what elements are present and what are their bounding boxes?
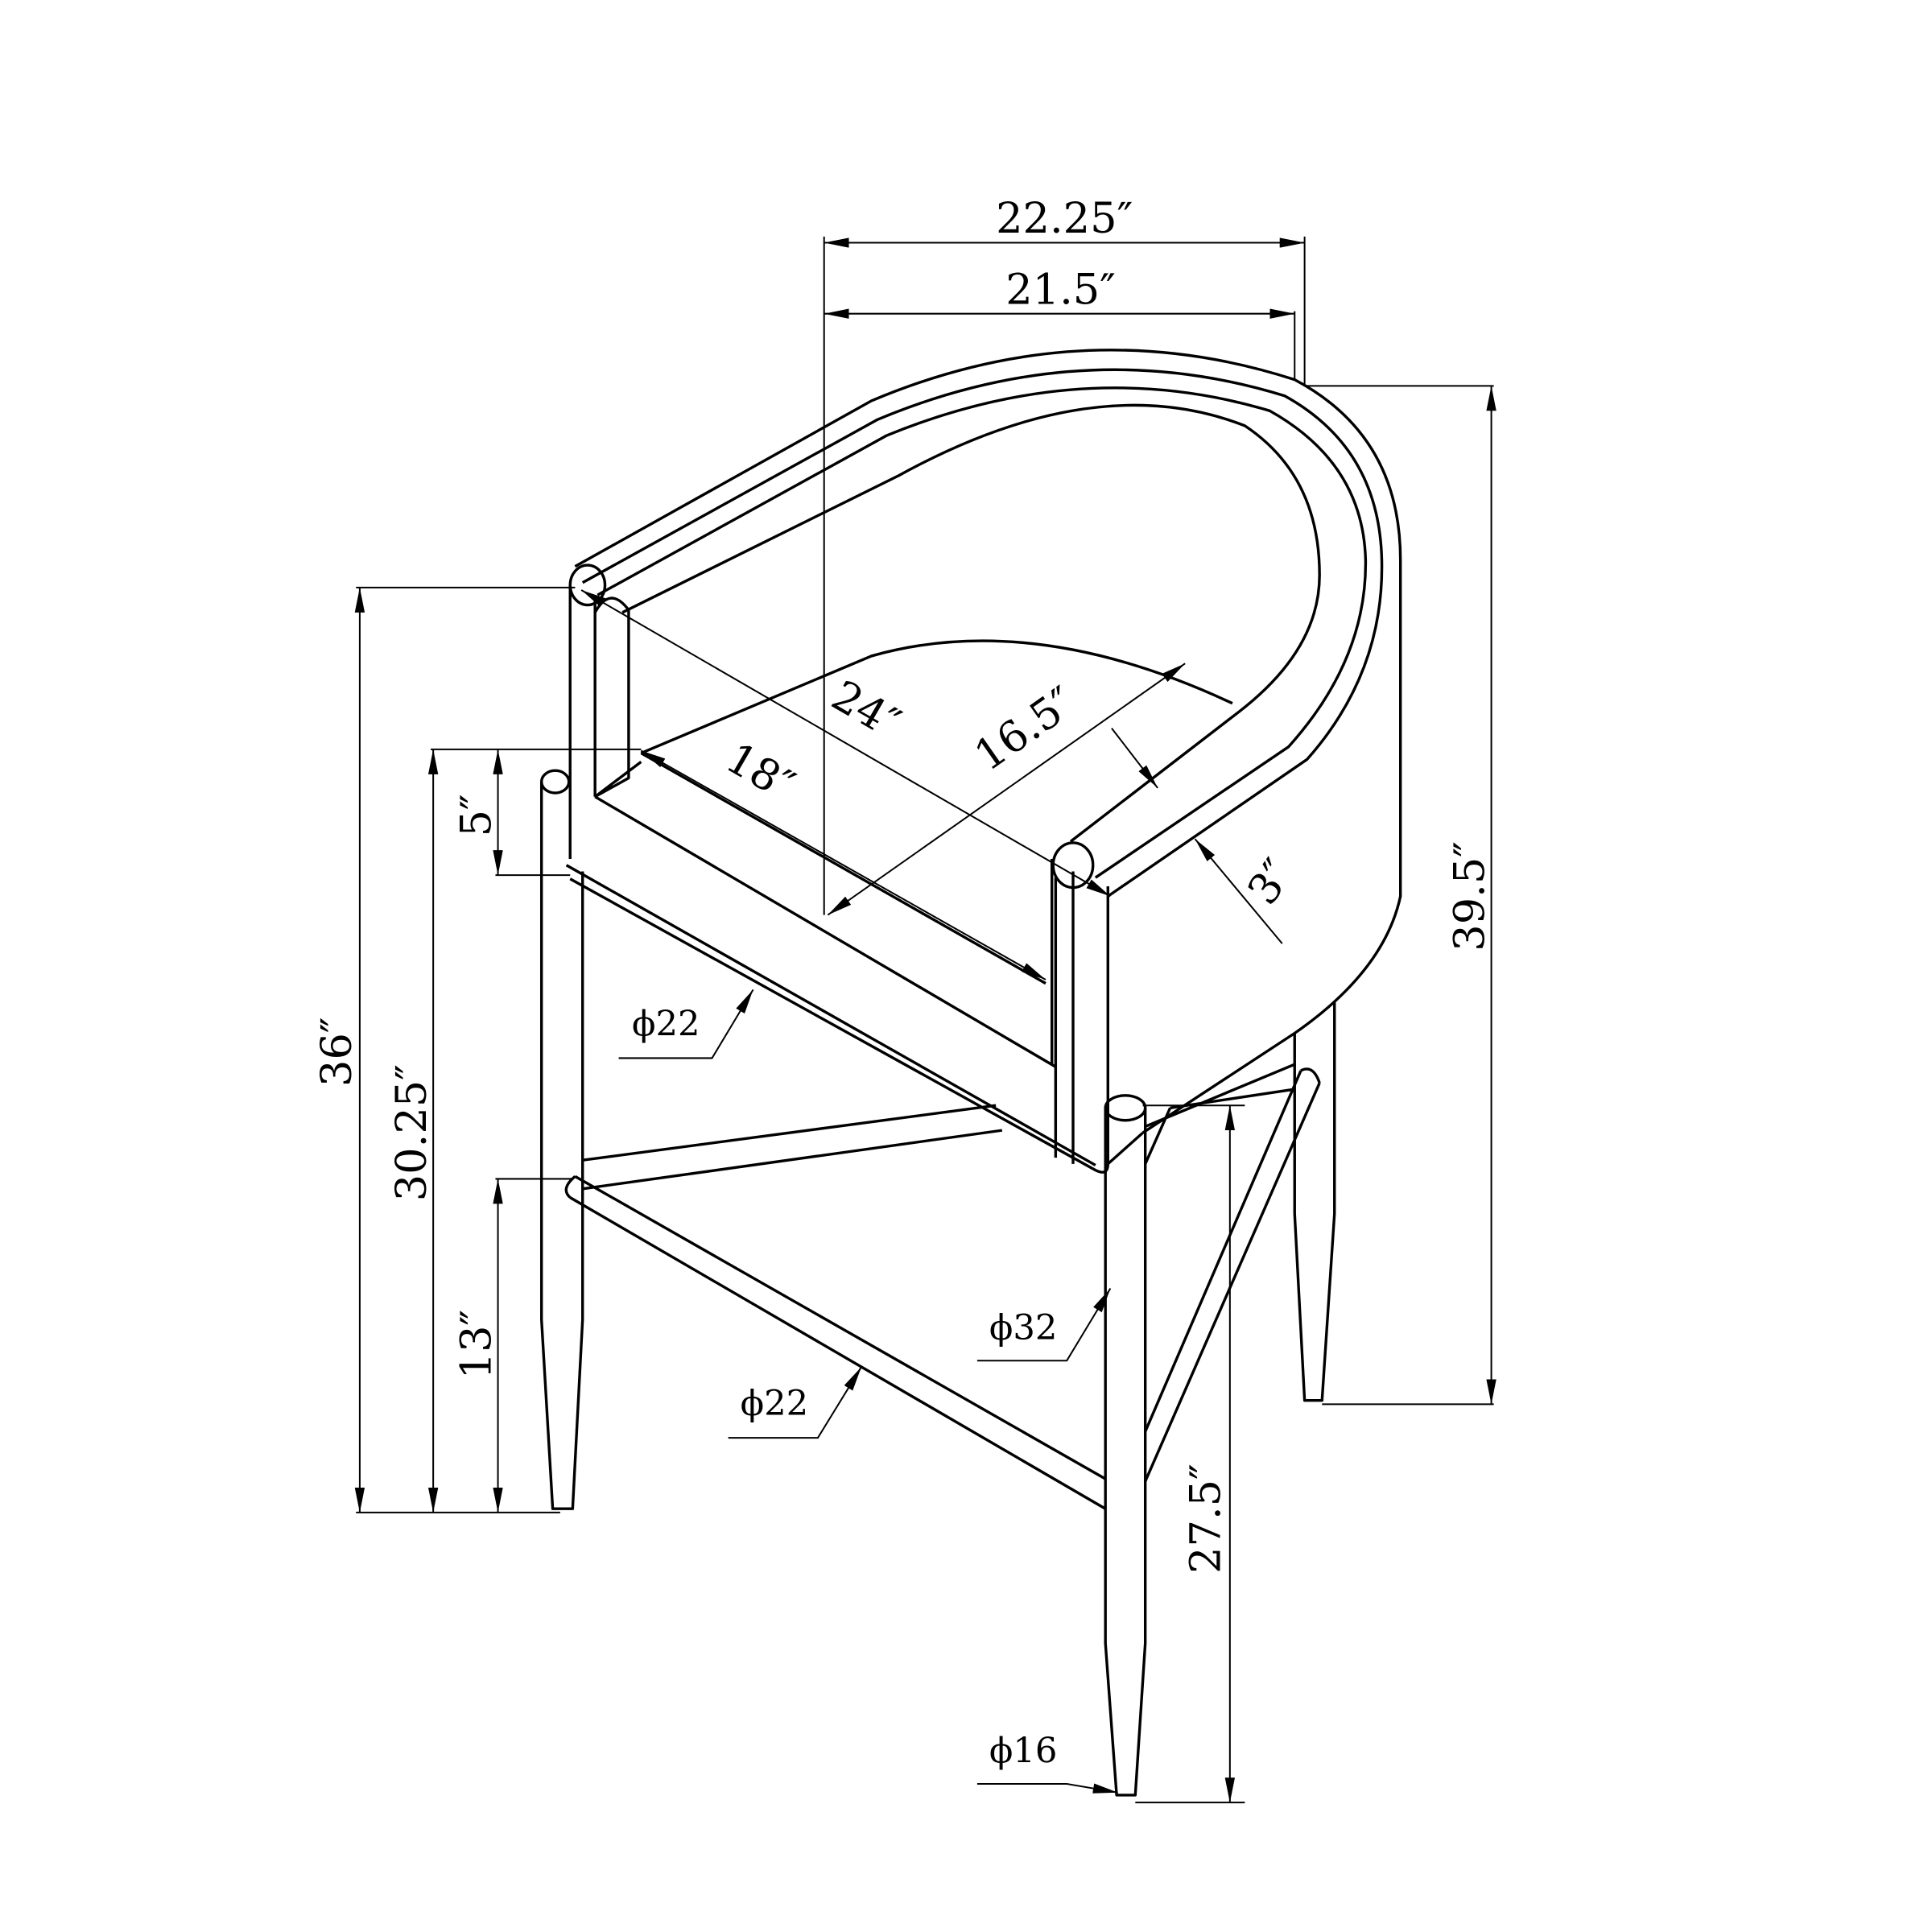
front-left-leg [539, 782, 584, 1510]
label-leg-foot-diameter: ϕ16 [989, 1732, 1058, 1772]
legs-and-stretchers [539, 769, 1336, 1797]
dimension-lines [354, 236, 1496, 1804]
label-arm-above-seat: 5″ [452, 794, 501, 836]
front-left-leg-top [539, 769, 571, 795]
side-bottom [1107, 1131, 1144, 1166]
label-footrest-height: 13″ [452, 1310, 501, 1380]
footrest-stretcher [564, 1174, 1107, 1510]
label-overall-width: 22.25″ [996, 194, 1133, 243]
back-stretcher [1144, 1063, 1295, 1165]
label-seat-depth: 18″ [718, 733, 803, 811]
back-inner [621, 403, 1321, 843]
label-footrest-diameter: ϕ22 [741, 1384, 809, 1424]
label-back-height: 39.5″ [1445, 841, 1494, 952]
label-seat-height: 30.25″ [387, 1064, 436, 1201]
dimension-labels: 22.25″ 21.5″ 39.5″ 36″ 30.25″ 5″ 13″ 24″… [312, 194, 1494, 1772]
label-arm-rail-diameter: ϕ22 [632, 1005, 700, 1045]
left-arm-cap [568, 564, 607, 607]
label-leg-height: 27.5″ [1181, 1463, 1230, 1574]
label-back-thickness: 3″ [1238, 850, 1302, 913]
back-outer-shell [574, 349, 1402, 1134]
front-right-leg [1104, 1108, 1147, 1797]
left-side-stretcher [582, 1104, 1003, 1191]
right-arm-front [1051, 859, 1109, 1164]
seat-top-edge [594, 752, 1046, 985]
back-rim-1 [581, 368, 1384, 898]
label-inner-width: 16.5″ [966, 678, 1084, 781]
back-rim-2 [597, 386, 1368, 879]
label-arm-height: 36″ [312, 1017, 361, 1087]
front-right-leg-top [1104, 1094, 1147, 1122]
back-right-leg [1293, 1001, 1336, 1402]
left-arm-front [568, 584, 630, 860]
label-leg-top-diameter: ϕ32 [989, 1308, 1058, 1348]
seat-back-curve [640, 639, 1233, 755]
label-seat-width: 21.5″ [1005, 265, 1116, 314]
